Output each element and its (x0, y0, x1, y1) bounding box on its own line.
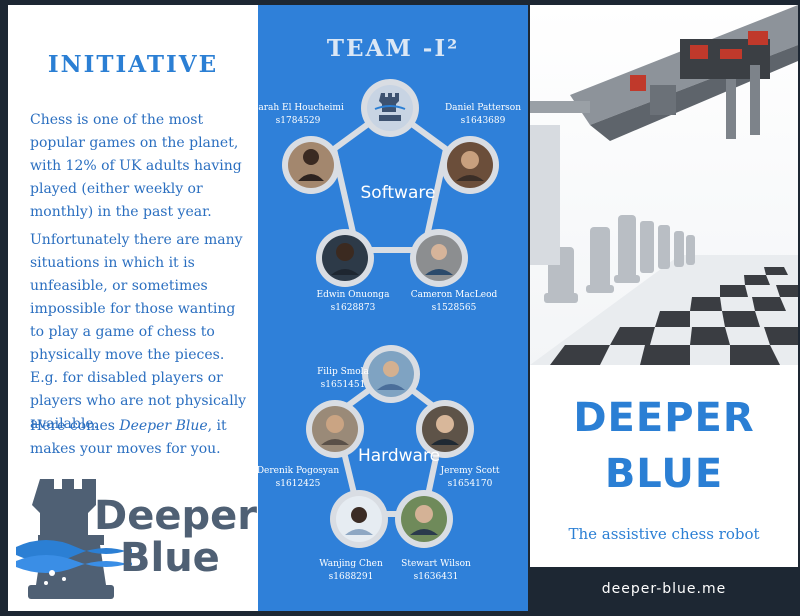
member-filip: Filip Smola s1651451 (283, 366, 403, 392)
member-name: Sarah El Houcheimi (252, 103, 344, 113)
member-id: s1651451 (320, 380, 366, 390)
team-panel: TEAM -I² (252, 5, 530, 611)
paragraph-3-product-name: Deeper Blue (119, 418, 208, 434)
paragraph-3-prefix: Here comes (30, 418, 120, 434)
avatar-sarah (282, 136, 340, 194)
initiative-paragraph-1: Chess is one of the most popular games o… (30, 112, 242, 220)
member-edwin: Edwin Onuonga s1628873 (293, 289, 413, 315)
member-id: s1636431 (413, 572, 459, 582)
product-title-line-1: DEEPER (573, 395, 755, 441)
chessboard (530, 255, 798, 365)
robot-gantry (530, 5, 798, 265)
member-name: Daniel Patterson (444, 103, 522, 113)
avatar-wanjing (330, 490, 388, 548)
chess-pieces (544, 215, 695, 303)
member-stewart: Stewart Wilson s1636431 (376, 558, 496, 584)
member-id: s1528565 (431, 303, 477, 313)
product-tagline: The assistive chess robot (568, 525, 760, 543)
member-id: s1688291 (328, 572, 374, 582)
paragraph-3-suffix: , it makes your moves for you. (30, 418, 227, 457)
initiative-heading: INITIATIVE (47, 51, 219, 78)
avatar-filip (362, 345, 420, 403)
member-id: s1784529 (275, 116, 321, 126)
avatar-daniel (441, 136, 499, 194)
avatar-edwin (316, 229, 374, 287)
member-derenik: Derenik Pogosyan s1612425 (238, 465, 358, 491)
member-name: Filip Smola (317, 367, 369, 377)
avatar-cameron (410, 229, 468, 287)
avatar-stewart (395, 490, 453, 548)
member-daniel: Daniel Patterson s1643689 (423, 102, 543, 128)
product-panel: DEEPER BLUE The assistive chess robot de… (530, 5, 798, 611)
member-name: Jeremy Scott (440, 466, 500, 476)
member-id: s1654170 (447, 479, 493, 489)
logo-word-deeper: Deeper (94, 493, 257, 539)
initiative-panel: INITIATIVE Chess is one of the most popu… (8, 5, 258, 611)
member-id: s1612425 (275, 479, 321, 489)
chess-robot-photo (530, 5, 798, 365)
initiative-paragraph-3: Here comes Deeper Blue, it makes your mo… (30, 415, 252, 461)
member-sarah: Sarah El Houcheimi s1784529 (238, 102, 358, 128)
hardware-group-label: Hardware (357, 446, 441, 466)
initiative-paragraph-2: Unfortunately there are many situations … (30, 232, 247, 432)
member-name: Derenik Pogosyan (256, 466, 340, 476)
team-diagram (282, 79, 499, 548)
member-name: Edwin Onuonga (316, 290, 390, 300)
member-name: Stewart Wilson (401, 559, 471, 569)
member-cameron: Cameron MacLeod s1528565 (394, 289, 514, 315)
product-title-line-2: BLUE (604, 451, 724, 497)
avatar-derenik (306, 400, 364, 458)
member-wanjing: Wanjing Chen s1688291 (291, 558, 411, 584)
member-id: s1643689 (460, 116, 506, 126)
team-heading: TEAM -I² (326, 35, 460, 62)
member-id: s1628873 (330, 303, 376, 313)
rook-icon (374, 93, 406, 121)
avatar-jeremy (416, 400, 474, 458)
software-pentagon (330, 104, 450, 253)
member-name: Wanjing Chen (319, 559, 383, 569)
logo-word-blue: Blue (120, 535, 220, 581)
member-name: Cameron MacLeod (410, 290, 498, 300)
member-jeremy: Jeremy Scott s1654170 (410, 465, 530, 491)
software-node-logo (361, 79, 419, 137)
website-link[interactable]: deeper-blue.me (530, 567, 798, 611)
software-group-label: Software (360, 183, 436, 203)
rook-logo-icon (16, 479, 136, 599)
deeper-blue-logo: Deeper Blue (12, 473, 258, 603)
